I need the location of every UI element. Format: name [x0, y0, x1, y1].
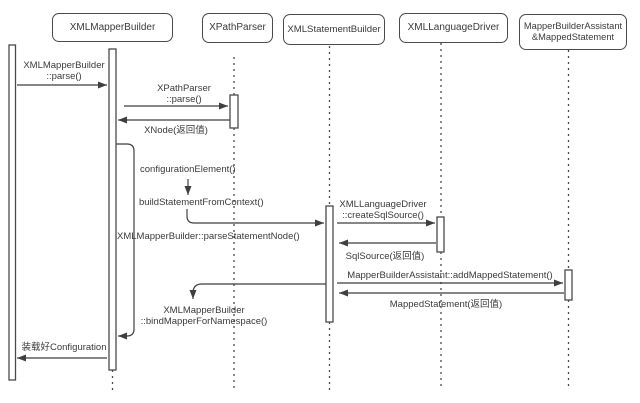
participant-label-line1: MapperBuilderAssistant — [523, 21, 623, 31]
message-line2: ::parse() — [166, 94, 202, 105]
message-label-xpath-parse: XPathParser ::parse() — [132, 83, 236, 105]
activation-bar-xpathparser — [229, 94, 239, 129]
participant-xpathparser: XPathParser — [202, 13, 273, 43]
activation-bar-mapperbuilderassistant — [564, 269, 573, 301]
participant-mapperbuilderassistant: MapperBuilderAssistant &MappedStatement — [519, 14, 627, 50]
participant-label-line2: &MappedStatement — [531, 32, 615, 42]
participant-label: XMLLanguageDriver — [407, 22, 500, 33]
participant-xmlstatementbuilder: XMLStatementBuilder — [283, 14, 385, 45]
message-label-parse: XMLMapperBuilder ::parse() — [12, 60, 116, 82]
message-label-sqlsource-return: SqlSource(返回值) — [345, 251, 425, 262]
message-line1: XPathParser — [157, 83, 211, 94]
message-label-buildstatementfromcontext: buildStatementFromContext() — [139, 197, 264, 208]
activation-bar-xmlmapperbuilder — [108, 48, 117, 371]
message-line1: XMLMapperBuilder — [23, 60, 105, 71]
message-label-xnode-return: XNode(返回值) — [144, 125, 208, 136]
participant-label: XPathParser — [209, 22, 266, 33]
participant-label: XMLStatementBuilder — [287, 23, 381, 35]
activation-bar-xmllanguagedriver — [436, 216, 445, 253]
message-label-createsqlsource: XMLLanguageDriver ::createSqlSource() — [330, 199, 436, 221]
message-line1: XMLLanguageDriver — [339, 199, 427, 210]
message-label-parsestatementnode: XMLMapperBuilder::parseStatementNode() — [117, 231, 300, 242]
message-line2: ::createSqlSource() — [342, 210, 424, 221]
message-label-configuration-loaded: 装载好Configuration — [21, 342, 107, 353]
message-label-addmappedstatement: MapperBuilderAssistant::addMappedStateme… — [347, 270, 553, 281]
participant-label: XMLMapperBuilder — [69, 21, 156, 33]
message-label-mappedstatement-return: MappedStatement(返回值) — [389, 299, 503, 310]
message-label-configurationelement: configurationElement() — [140, 164, 236, 175]
message-label-bindmapperfornamespace: XMLMapperBuilder ::bindMapperForNamespac… — [137, 305, 271, 327]
participant-xmllanguagedriver: XMLLanguageDriver — [399, 13, 508, 43]
message-line1: XMLMapperBuilder — [163, 305, 245, 316]
arrow-parsestatementnode-call — [186, 209, 324, 227]
message-line2: ::parse() — [46, 71, 82, 82]
activation-bar-xmlstatementbuilder — [325, 205, 334, 323]
activation-bar-caller — [8, 44, 17, 381]
arrow-self-processing-loop — [116, 143, 135, 340]
arrow-bindmapperfornamespace — [189, 283, 326, 299]
participant-xmlmapperbuilder: XMLMapperBuilder — [52, 13, 173, 42]
message-line2: ::bindMapperForNamespace() — [140, 316, 268, 327]
